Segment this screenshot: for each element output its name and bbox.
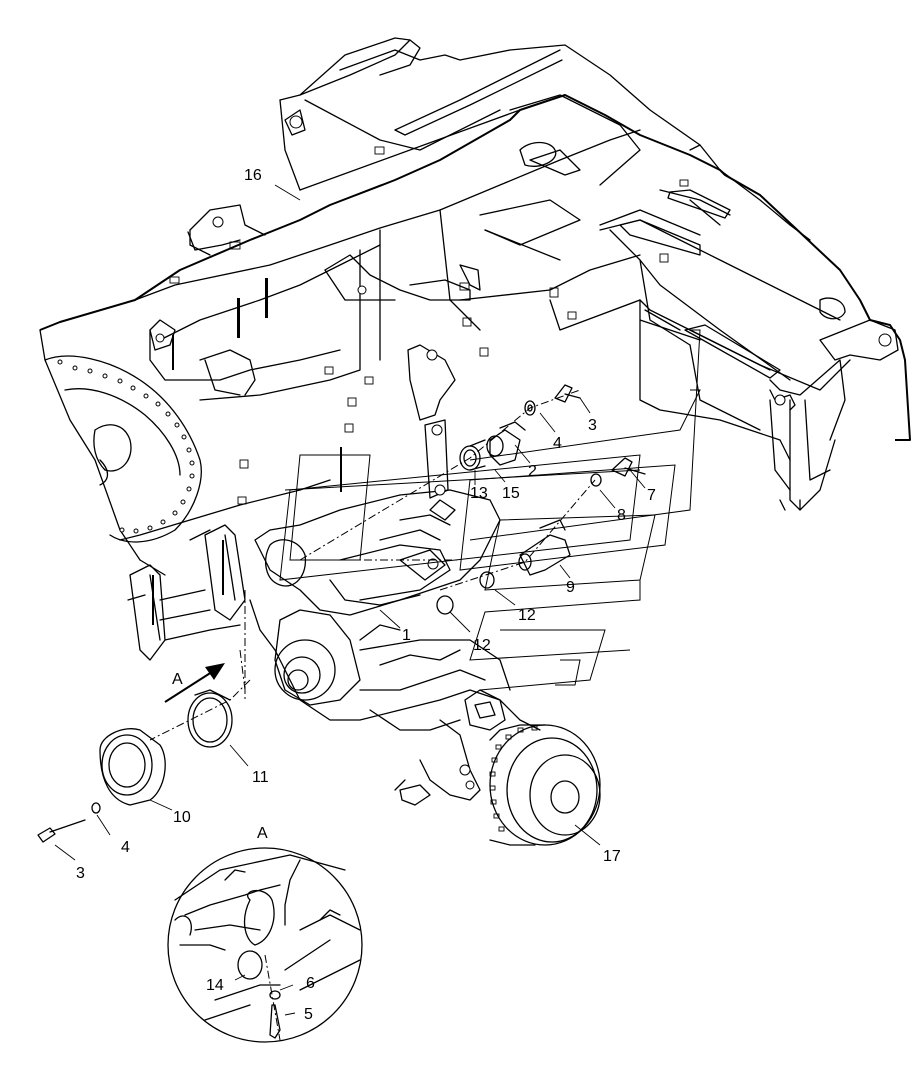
callout-17: 17 <box>603 848 621 865</box>
callout-8: 8 <box>617 507 626 524</box>
hub-bolts <box>489 725 538 832</box>
leader-lines <box>54 184 646 1016</box>
main-frame-assembly <box>39 37 911 561</box>
pivot-pin-group <box>149 344 646 741</box>
callout-3: 3 <box>588 417 597 434</box>
callout-labels: 16 3 4 2 13 15 7 8 9 1 12 12 11 10 4 3 1… <box>76 167 656 1023</box>
axle-housing-assembly <box>249 489 601 846</box>
callout-14: 14 <box>206 977 224 994</box>
ring-bolt-holes <box>57 359 195 534</box>
detail-view-a <box>167 847 363 1043</box>
left-support-brackets <box>119 479 331 661</box>
callout-15: 15 <box>502 485 520 502</box>
callout-7: 7 <box>647 487 656 504</box>
callout-16: 16 <box>244 167 262 184</box>
callout-4-lower: 4 <box>121 839 130 856</box>
loose-parts-left <box>37 663 233 843</box>
callout-4: 4 <box>553 435 562 452</box>
detail-view-label: A <box>257 825 268 842</box>
callout-9: 9 <box>566 579 575 596</box>
callout-5: 5 <box>304 1006 313 1023</box>
view-arrow-label: A <box>172 671 183 688</box>
callout-2: 2 <box>528 463 537 480</box>
callout-10: 10 <box>173 809 191 826</box>
callout-1: 1 <box>402 627 411 644</box>
frame-pads <box>169 146 689 505</box>
callout-13: 13 <box>470 485 488 502</box>
callout-3-lower: 3 <box>76 865 85 882</box>
callout-11: 11 <box>252 769 269 786</box>
watermark-outline <box>279 329 701 691</box>
callout-6: 6 <box>306 975 315 992</box>
callout-12-lower: 12 <box>473 637 491 654</box>
callout-12-upper: 12 <box>518 607 536 624</box>
